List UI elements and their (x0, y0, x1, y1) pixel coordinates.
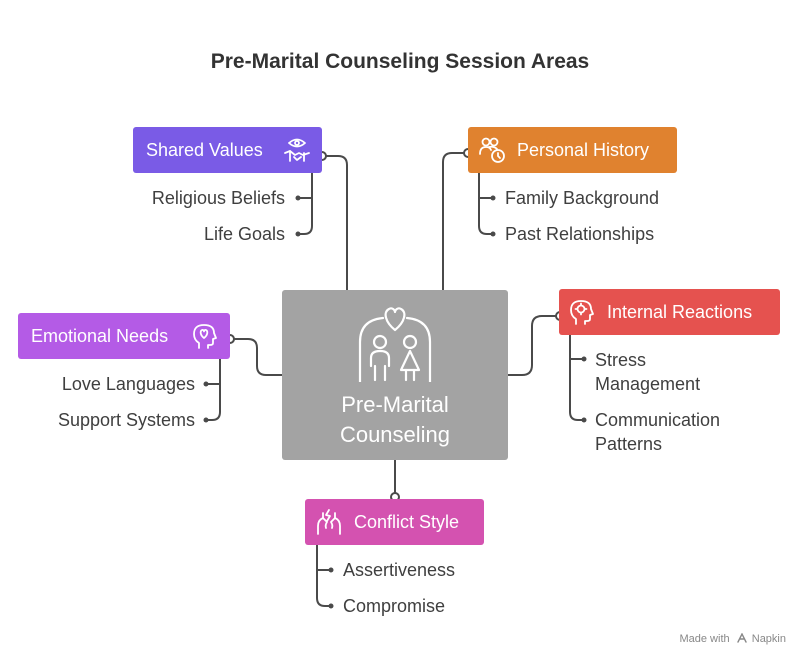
shared-values-label: Shared Values (146, 140, 263, 160)
head-gears-icon (570, 300, 594, 325)
internal-reactions-item-1-line2: Management (595, 374, 701, 394)
diagram-title: Pre-Marital Counseling Session Areas (210, 50, 590, 73)
eye-handshake-icon (284, 138, 310, 162)
footer-watermark: Made with Napkin (679, 633, 786, 645)
personal-history-node[interactable]: Personal History (468, 127, 677, 173)
center-node: Pre-Marital Counseling (282, 290, 508, 460)
napkin-logo-icon (736, 633, 747, 643)
internal-reactions-item-2-line1: Communication (595, 410, 721, 430)
conflict-style-item-2: Compromise (343, 596, 446, 616)
people-clock-icon (479, 137, 505, 163)
shared-values-item-1: Religious Beliefs (151, 188, 285, 208)
center-label-line1: Pre-Marital (341, 392, 449, 417)
internal-reactions-item-1-line1: Stress (595, 350, 647, 370)
emotional-needs-label: Emotional Needs (31, 326, 169, 346)
shared-values-item-2: Life Goals (203, 224, 285, 244)
internal-reactions-item-2-line2: Patterns (595, 434, 663, 454)
center-label-line2: Counseling (339, 422, 451, 447)
internal-reactions-item-1: Stress Management (595, 348, 700, 396)
footer-brand: Napkin (751, 633, 786, 645)
emotional-needs-item-2: Support Systems (57, 410, 195, 430)
internal-reactions-label: Internal Reactions (607, 302, 753, 322)
conflict-style-node[interactable]: Conflict Style (305, 499, 484, 545)
couple-heart-icon (358, 307, 432, 382)
personal-history-item-2: Past Relationships (505, 224, 655, 244)
internal-reactions-node[interactable]: Internal Reactions (559, 289, 780, 335)
conflict-style-item-1: Assertiveness (343, 560, 456, 580)
conflict-hands-icon (317, 509, 341, 535)
conflict-style-label: Conflict Style (354, 512, 460, 532)
internal-reactions-item-2: Communication Patterns (595, 408, 720, 456)
personal-history-label: Personal History (517, 140, 650, 160)
footer-made-with: Made with (679, 633, 730, 645)
emotional-needs-item-1: Love Languages (61, 374, 195, 394)
emotional-needs-node[interactable]: Emotional Needs (18, 313, 230, 359)
personal-history-item-1: Family Background (505, 188, 660, 208)
shared-values-node[interactable]: Shared Values (133, 127, 322, 173)
head-heart-icon (193, 324, 217, 349)
